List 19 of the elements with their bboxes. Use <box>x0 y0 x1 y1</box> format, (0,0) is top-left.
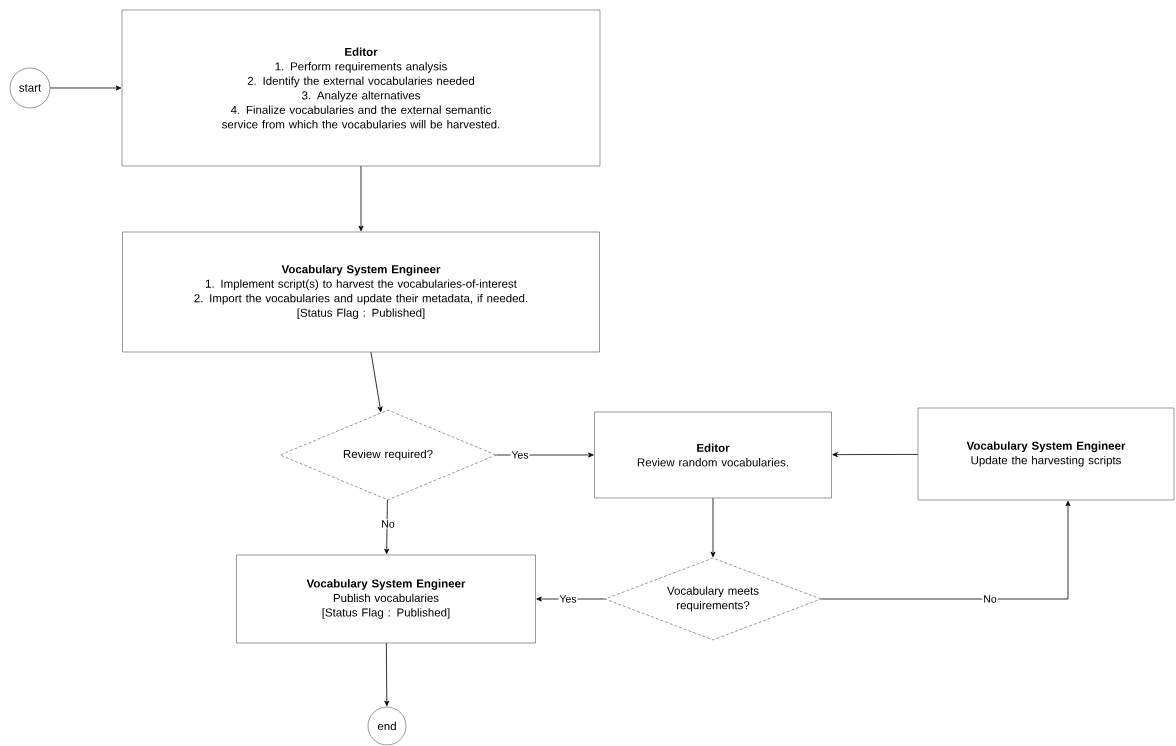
arrow <box>370 351 383 413</box>
arrow <box>358 165 364 232</box>
arrow <box>536 596 606 602</box>
process-box: Editor Review random vocabularies. <box>594 411 832 499</box>
edge-label: Yes <box>558 594 578 604</box>
process-box: Editor 1. Perform requirements analysis 2. Identify the external vocabularies needed 3. Analyze alternatives 4. Finalize vocabularies and the external semantic service from which the vocabularies will be harvested. <box>121 9 601 167</box>
arrow <box>832 452 919 458</box>
edge-label: Yes <box>510 450 530 460</box>
arrow <box>495 452 594 458</box>
arrow <box>710 497 716 558</box>
edge-label: No <box>380 519 396 529</box>
process-box: Vocabulary System Engineer Update the harvesting scripts <box>917 407 1175 501</box>
arrow <box>49 85 122 91</box>
process-box: Vocabulary System Engineer Publish vocabularies [Status Flag : Published] <box>236 554 536 644</box>
arrow <box>384 642 390 707</box>
arrow <box>820 500 1071 600</box>
process-box: Vocabulary System Engineer 1. Implement script(s) to harvest the vocabularies-of-interest 2. Import the vocabularies and update their metadata, if needed. [Status Flag : Published] <box>122 231 600 353</box>
arrow <box>384 499 390 555</box>
edge-label: No <box>982 594 998 604</box>
